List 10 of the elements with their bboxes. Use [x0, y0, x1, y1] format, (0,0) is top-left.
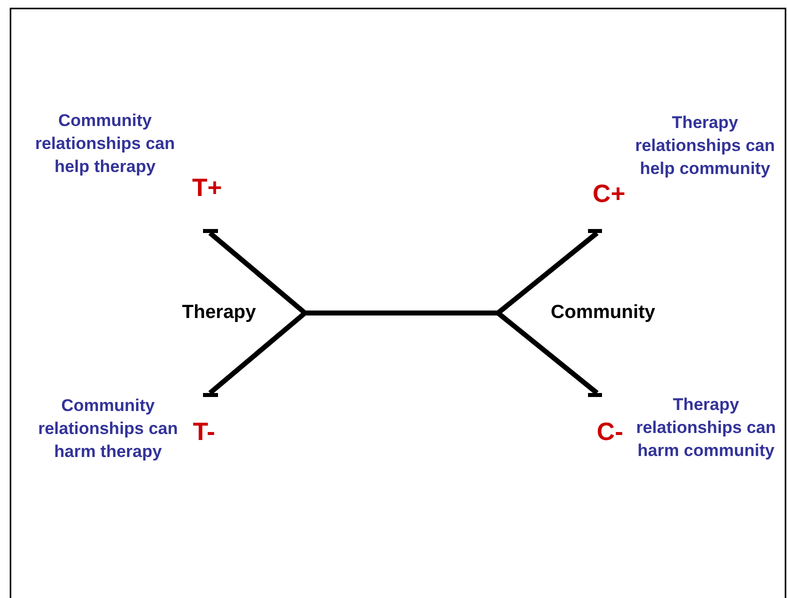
annotation-text: Community relationships can harm therapy — [37, 395, 179, 463]
branch-label: Therapy — [181, 301, 257, 325]
annotation-text: Community relationships can help therapy — [34, 110, 176, 178]
quadrant-label: C- — [596, 417, 624, 447]
quadrant-label: C+ — [592, 179, 626, 209]
annotation-text: Therapy relationships can help community — [634, 112, 776, 180]
quadrant-label: T- — [192, 417, 216, 447]
annotation-text: Therapy relationships can harm community — [635, 394, 777, 462]
branch-label: Community — [550, 301, 656, 325]
quadrant-label: T+ — [191, 173, 223, 203]
